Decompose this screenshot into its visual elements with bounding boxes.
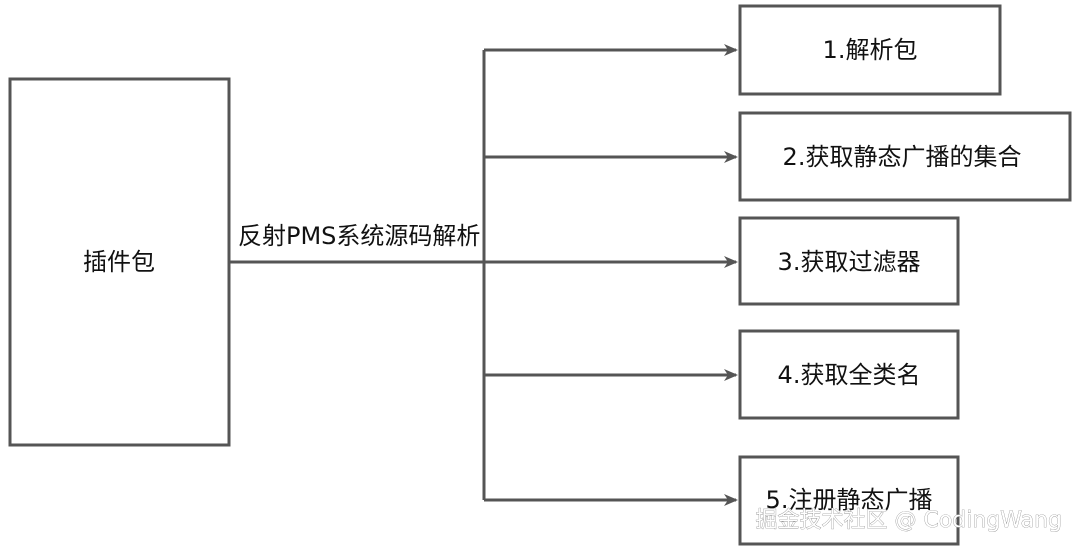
step-2-box	[738, 111, 1072, 202]
source-node-label: 插件包	[83, 248, 155, 276]
step-5: 5.注册静态广播	[738, 455, 960, 546]
step-4: 4.获取全类名	[738, 329, 960, 420]
edge-label: 反射PMS系统源码解析	[238, 222, 480, 250]
step-4-label: 4.获取全类名	[778, 361, 921, 389]
step-1: 1.解析包	[738, 4, 1002, 96]
step-5-label: 5.注册静态广播	[766, 486, 933, 514]
source-node: 插件包	[8, 77, 231, 447]
watermark: 掘金技术社区 @ CodingWang	[755, 508, 1062, 533]
step-1-label: 1.解析包	[823, 36, 918, 64]
step-2-label: 2.获取静态广播的集合	[783, 143, 1022, 171]
step-3-box	[738, 216, 960, 306]
step-4-box	[738, 329, 960, 420]
source-node-box	[8, 77, 231, 447]
step-5-box	[738, 455, 960, 546]
step-3: 3.获取过滤器	[738, 216, 960, 306]
step-3-label: 3.获取过滤器	[778, 248, 921, 276]
step-2: 2.获取静态广播的集合	[738, 111, 1072, 202]
step-1-box	[738, 4, 1002, 96]
